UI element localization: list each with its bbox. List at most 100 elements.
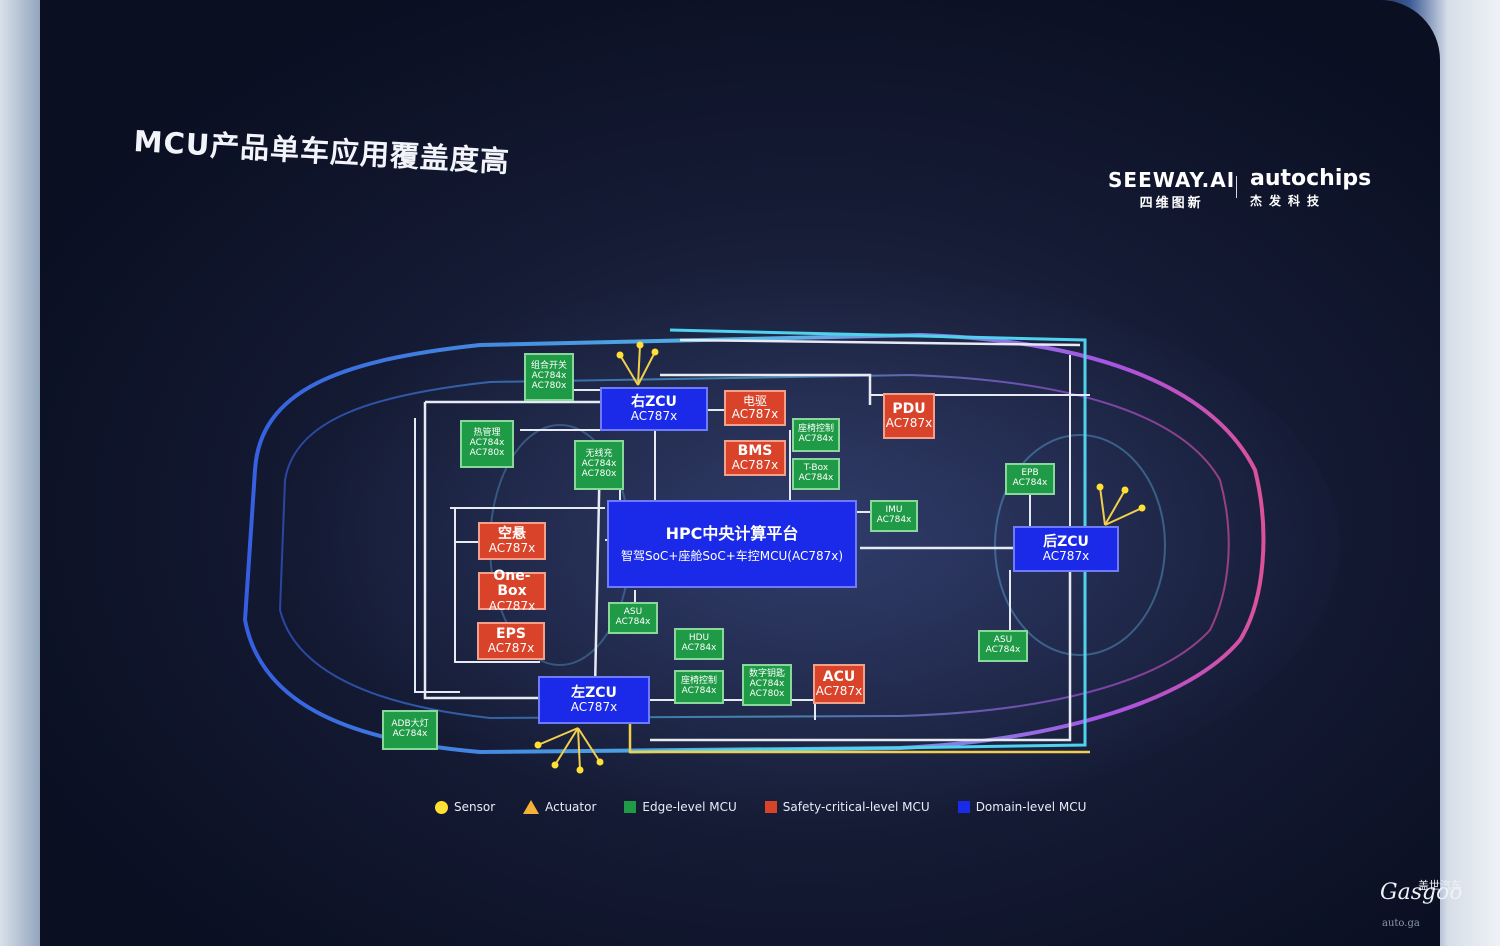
- wire-top-inner: [679, 338, 1081, 347]
- imu-module: IMU AC784x: [870, 500, 918, 532]
- bms-name: BMS: [737, 442, 773, 459]
- asu-left-name: ASU: [623, 607, 643, 618]
- digital-key-chip2: AC780x: [749, 688, 785, 699]
- sensor-cluster-front-right: [616, 341, 659, 386]
- watermark-zh: 盖世汽车: [1418, 879, 1462, 892]
- combo-switch-module: 组合开关 AC784x AC780x: [524, 353, 574, 401]
- thermal-chip2: AC780x: [469, 447, 505, 458]
- ebooster-chip: AC787x: [731, 407, 779, 421]
- actuator-triangle-icon: [523, 800, 540, 814]
- legend-actuator-label: Actuator: [545, 800, 597, 814]
- hpc-desc: 智驾SoC+座舱SoC+车控MCU(AC787x): [620, 549, 844, 564]
- seat-control-bottom-name: 座椅控制: [680, 676, 717, 687]
- rear-zcu-module: 后ZCU AC787x: [1013, 526, 1119, 572]
- left-zcu-chip: AC787x: [570, 700, 618, 715]
- asu-right-module: ASU AC784x: [978, 630, 1028, 662]
- combo-switch-name: 组合开关: [530, 361, 567, 372]
- thermal-module: 热管理 AC784x AC780x: [460, 420, 514, 468]
- sensor-cluster-rear: [1096, 483, 1146, 526]
- acu-chip: AC787x: [815, 684, 863, 699]
- epb-name: EPB: [1021, 468, 1039, 479]
- hdu-name: HDU: [688, 633, 710, 644]
- wire-yellow-bottom: [628, 712, 1090, 754]
- epb-chip: AC784x: [1012, 478, 1048, 488]
- rear-zcu-name: 后ZCU: [1043, 533, 1089, 550]
- epb-module: EPB AC784x: [1005, 463, 1055, 495]
- wire-22: [650, 570, 1072, 742]
- hpc-module: HPC中央计算平台 智驾SoC+座舱SoC+车控MCU(AC787x): [607, 500, 857, 588]
- right-zcu-chip: AC787x: [630, 409, 678, 424]
- presentation-screen: MCU产品单车应用覆盖度高 SEEWAY.AI 四维图新 autochips 杰…: [40, 0, 1440, 946]
- adb-light-module: ADB大灯 AC784x: [382, 710, 438, 750]
- wireless-charge-module: 无线充 AC784x AC780x: [574, 440, 624, 490]
- legend-actuator: Actuator: [523, 800, 596, 814]
- sensor-cluster-front-left: [534, 727, 604, 774]
- tbox-module: T-Box AC784x: [792, 458, 840, 490]
- pdu-module: PDU AC787x: [883, 393, 935, 439]
- wireless-charge-chip: AC784x: [581, 459, 617, 470]
- imu-chip: AC784x: [876, 515, 912, 525]
- gasgoo-watermark: Gasgoo 盖世汽车 auto.ga: [1380, 879, 1463, 929]
- legend-domain: Domain-level MCU: [957, 800, 1087, 814]
- digital-key-module: 数字钥匙 AC784x AC780x: [742, 664, 792, 706]
- onebox-chip: AC787x: [488, 598, 536, 613]
- left-zcu-module: 左ZCU AC787x: [538, 676, 650, 724]
- asu-left-module: ASU AC784x: [608, 602, 658, 634]
- tbox-chip: AC784x: [798, 473, 834, 483]
- left-zcu-name: 左ZCU: [571, 684, 617, 701]
- legend-safety: Safety-critical-level MCU: [764, 800, 930, 814]
- right-zcu-name: 右ZCU: [631, 393, 677, 410]
- legend-domain-label: Domain-level MCU: [975, 800, 1087, 814]
- air-suspension-name: 空悬: [498, 525, 526, 542]
- eps-chip: AC787x: [487, 641, 535, 656]
- wireless-charge-chip2: AC780x: [581, 468, 617, 479]
- acu-name: ACU: [822, 668, 856, 685]
- wire-2: [423, 402, 540, 700]
- seeway-logo-sub: 四维图新: [1139, 196, 1204, 211]
- digital-key-name: 数字钥匙: [748, 669, 785, 680]
- seat-control-bottom-module: 座椅控制 AC784x: [674, 670, 724, 704]
- asu-right-name: ASU: [993, 635, 1013, 646]
- sensor-dot-icon: [435, 800, 448, 814]
- onebox-module: One-Box AC787x: [478, 568, 546, 613]
- car-rear-glass: [994, 434, 1166, 656]
- seat-control-top-module: 座椅控制 AC784x: [792, 418, 840, 452]
- hdu-module: HDU AC784x: [674, 628, 724, 660]
- autochips-logo-text: autochips: [1250, 166, 1372, 191]
- autochips-logo: autochips 杰发科技: [1250, 166, 1371, 209]
- legend: Sensor Actuator Edge-level MCU Safety-cr…: [435, 800, 1086, 814]
- bms-chip: AC787x: [731, 458, 779, 473]
- eps-module: EPS AC787x: [477, 622, 545, 660]
- seat-control-bottom-chip: AC784x: [681, 686, 717, 696]
- wire-5: [454, 508, 540, 663]
- ebooster-module: 电驱 AC787x: [724, 390, 786, 426]
- legend-safety-label: Safety-critical-level MCU: [782, 800, 930, 814]
- seeway-logo-text: SEEWAY.AI: [1108, 168, 1236, 192]
- logo-divider: [1236, 176, 1237, 198]
- air-suspension-module: 空悬 AC787x: [478, 522, 546, 560]
- digital-key-chip: AC784x: [749, 679, 785, 690]
- edge-square-icon: [624, 801, 637, 813]
- onebox-name: One-Box: [493, 568, 531, 600]
- hdu-chip: AC784x: [681, 643, 717, 653]
- seat-control-top-chip: AC784x: [798, 434, 834, 444]
- watermark-brand: Gasgoo: [1380, 880, 1463, 905]
- asu-left-chip: AC784x: [615, 617, 651, 627]
- hpc-name: HPC中央计算平台: [665, 523, 799, 543]
- legend-sensor-label: Sensor: [454, 800, 496, 814]
- eps-name: EPS: [496, 625, 526, 642]
- tbox-name: T-Box: [803, 463, 829, 474]
- thermal-chip: AC784x: [469, 438, 505, 449]
- thermal-name: 热管理: [473, 428, 501, 439]
- watermark-url: auto.ga: [1382, 918, 1420, 929]
- air-suspension-chip: AC787x: [488, 541, 536, 556]
- imu-name: IMU: [885, 505, 903, 516]
- adb-light-name: ADB大灯: [391, 719, 429, 730]
- ebooster-name: 电驱: [742, 393, 767, 408]
- domain-square-icon: [957, 801, 970, 813]
- pdu-name: PDU: [892, 400, 926, 417]
- legend-edge-label: Edge-level MCU: [642, 800, 737, 814]
- seat-control-top-name: 座椅控制: [797, 424, 834, 435]
- legend-sensor: Sensor: [435, 800, 495, 814]
- seeway-logo: SEEWAY.AI 四维图新: [1108, 168, 1235, 211]
